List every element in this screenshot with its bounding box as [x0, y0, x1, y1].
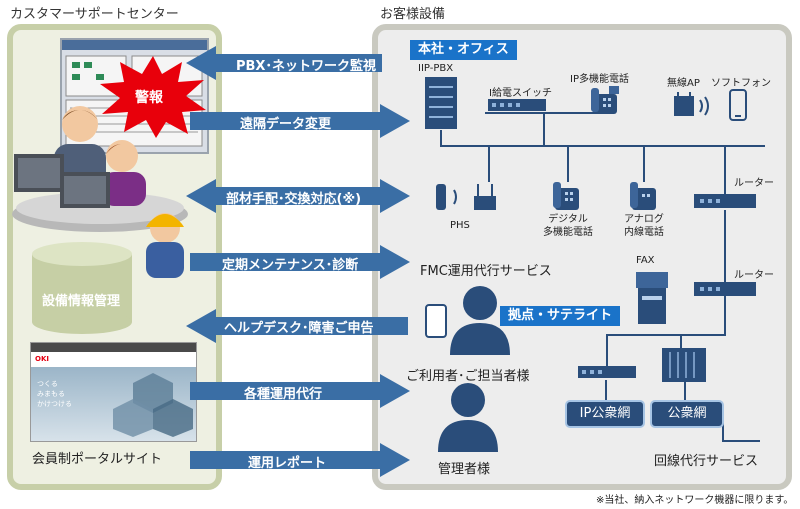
router1-icon	[694, 194, 756, 208]
user-icon	[425, 286, 510, 355]
switch-bar	[485, 112, 605, 114]
admin-label: 管理者様	[438, 462, 491, 477]
left-panel-title: カスタマーサポートセンター	[10, 7, 179, 22]
analog-phone-label: アナログ 内線電話	[624, 214, 664, 238]
analog-phone-line	[643, 146, 645, 182]
alarm-label: 警報	[135, 90, 163, 106]
switch-drop	[543, 114, 545, 145]
fmc-service-label: FMC運用代行サービス	[420, 264, 552, 279]
arrow-label-maintenance: 定期メンテナンス･診断	[222, 258, 359, 273]
router1-line	[724, 146, 726, 194]
branch-pbx-icon	[662, 348, 706, 382]
arrow-pbx-monitoring	[186, 46, 382, 80]
arrow-label-pbx-monitoring: PBX･ネットワーク監視	[236, 59, 376, 74]
technician-icon	[146, 213, 184, 278]
footnote: ※当社、納入ネットワーク機器に限ります。	[596, 495, 794, 506]
wireless-ap-icon	[674, 92, 709, 116]
phs-line	[488, 146, 490, 182]
pubnet-line	[684, 380, 686, 404]
branch-pbx-line	[680, 334, 682, 348]
router2-down-line	[724, 296, 726, 334]
ippbx-label: IIP-PBX	[418, 63, 454, 74]
fax-label: FAX	[636, 255, 655, 266]
ip-network-pill: IP公衆網	[565, 400, 645, 428]
arrow-report	[190, 443, 410, 477]
arrow-parts-exchange	[186, 179, 410, 213]
ip-phone-label: IP多機能電話	[570, 74, 629, 85]
digital-phone-icon	[553, 182, 579, 210]
arrow-label-operations: 各種運用代行	[244, 387, 323, 402]
arrow-label-report: 運用レポート	[248, 456, 327, 471]
backbone-line	[440, 145, 765, 147]
public-network-pill: 公衆網	[650, 400, 724, 428]
line-service-line-h	[722, 440, 760, 442]
analog-phone-icon	[630, 182, 656, 210]
service-arrows	[186, 46, 410, 477]
operators-illustration	[12, 106, 188, 232]
fax-icon	[636, 272, 668, 324]
arrow-label-helpdesk: ヘルプデスク･障害ご申告	[224, 321, 374, 336]
branch-switch-line	[606, 334, 608, 368]
admin-icon	[438, 383, 498, 452]
arrow-helpdesk	[186, 309, 408, 343]
router2-icon	[694, 282, 756, 296]
portal-hero-line-1: つくる	[37, 380, 58, 388]
router-link-line	[724, 210, 726, 284]
portal-screenshot: OKI つくる みまもる かけつける	[30, 342, 197, 442]
portal-label: 会員制ポータルサイト	[32, 452, 163, 467]
pbx-drop	[440, 130, 442, 146]
phs-icon	[436, 184, 496, 210]
hq-tag: 本社・オフィス	[410, 40, 517, 60]
arrow-label-parts: 部材手配･交換対応(※)	[226, 192, 362, 207]
arrow-label-remote-data: 遠隔データ変更	[240, 117, 332, 132]
right-panel-title: お客様設備	[380, 7, 446, 22]
database-label: 設備情報管理	[42, 294, 121, 309]
wireless-ap-label: 無線AP	[667, 78, 700, 89]
arrow-operations	[190, 374, 410, 408]
arrow-remote-data-change	[190, 104, 410, 138]
poe-switch-icon	[488, 99, 546, 111]
softphone-icon	[729, 89, 747, 121]
line-service-label: 回線代行サービス	[654, 454, 759, 469]
portal-hero-line-2: みまもる	[37, 390, 65, 398]
portal-hero-people	[113, 373, 193, 437]
digital-phone-line	[567, 146, 569, 182]
router1-label: ルーター	[734, 178, 774, 189]
router2-label: ルーター	[734, 270, 774, 281]
branch-switch-icon	[578, 366, 636, 378]
digital-phone-label: デジタル 多機能電話	[543, 214, 593, 238]
user-label: ご利用者･ご担当者様	[406, 369, 530, 384]
line-service-line	[722, 420, 724, 442]
portal-hero-line-3: かけつける	[37, 400, 72, 408]
branch-tag: 拠点・サテライト	[500, 306, 621, 326]
poe-switch-label: I給電スイッチ	[489, 88, 552, 99]
database-icon	[32, 242, 132, 334]
ipnet-line	[605, 380, 607, 404]
phs-label: PHS	[450, 220, 470, 231]
ip-phone-icon	[591, 86, 619, 114]
softphone-label: ソフトフォン	[711, 78, 771, 89]
portal-logo: OKI	[35, 355, 49, 363]
ippbx-icon	[425, 77, 457, 129]
branch-bar	[606, 334, 726, 336]
alarm-burst-icon	[100, 56, 206, 138]
arrow-maintenance	[190, 245, 410, 279]
